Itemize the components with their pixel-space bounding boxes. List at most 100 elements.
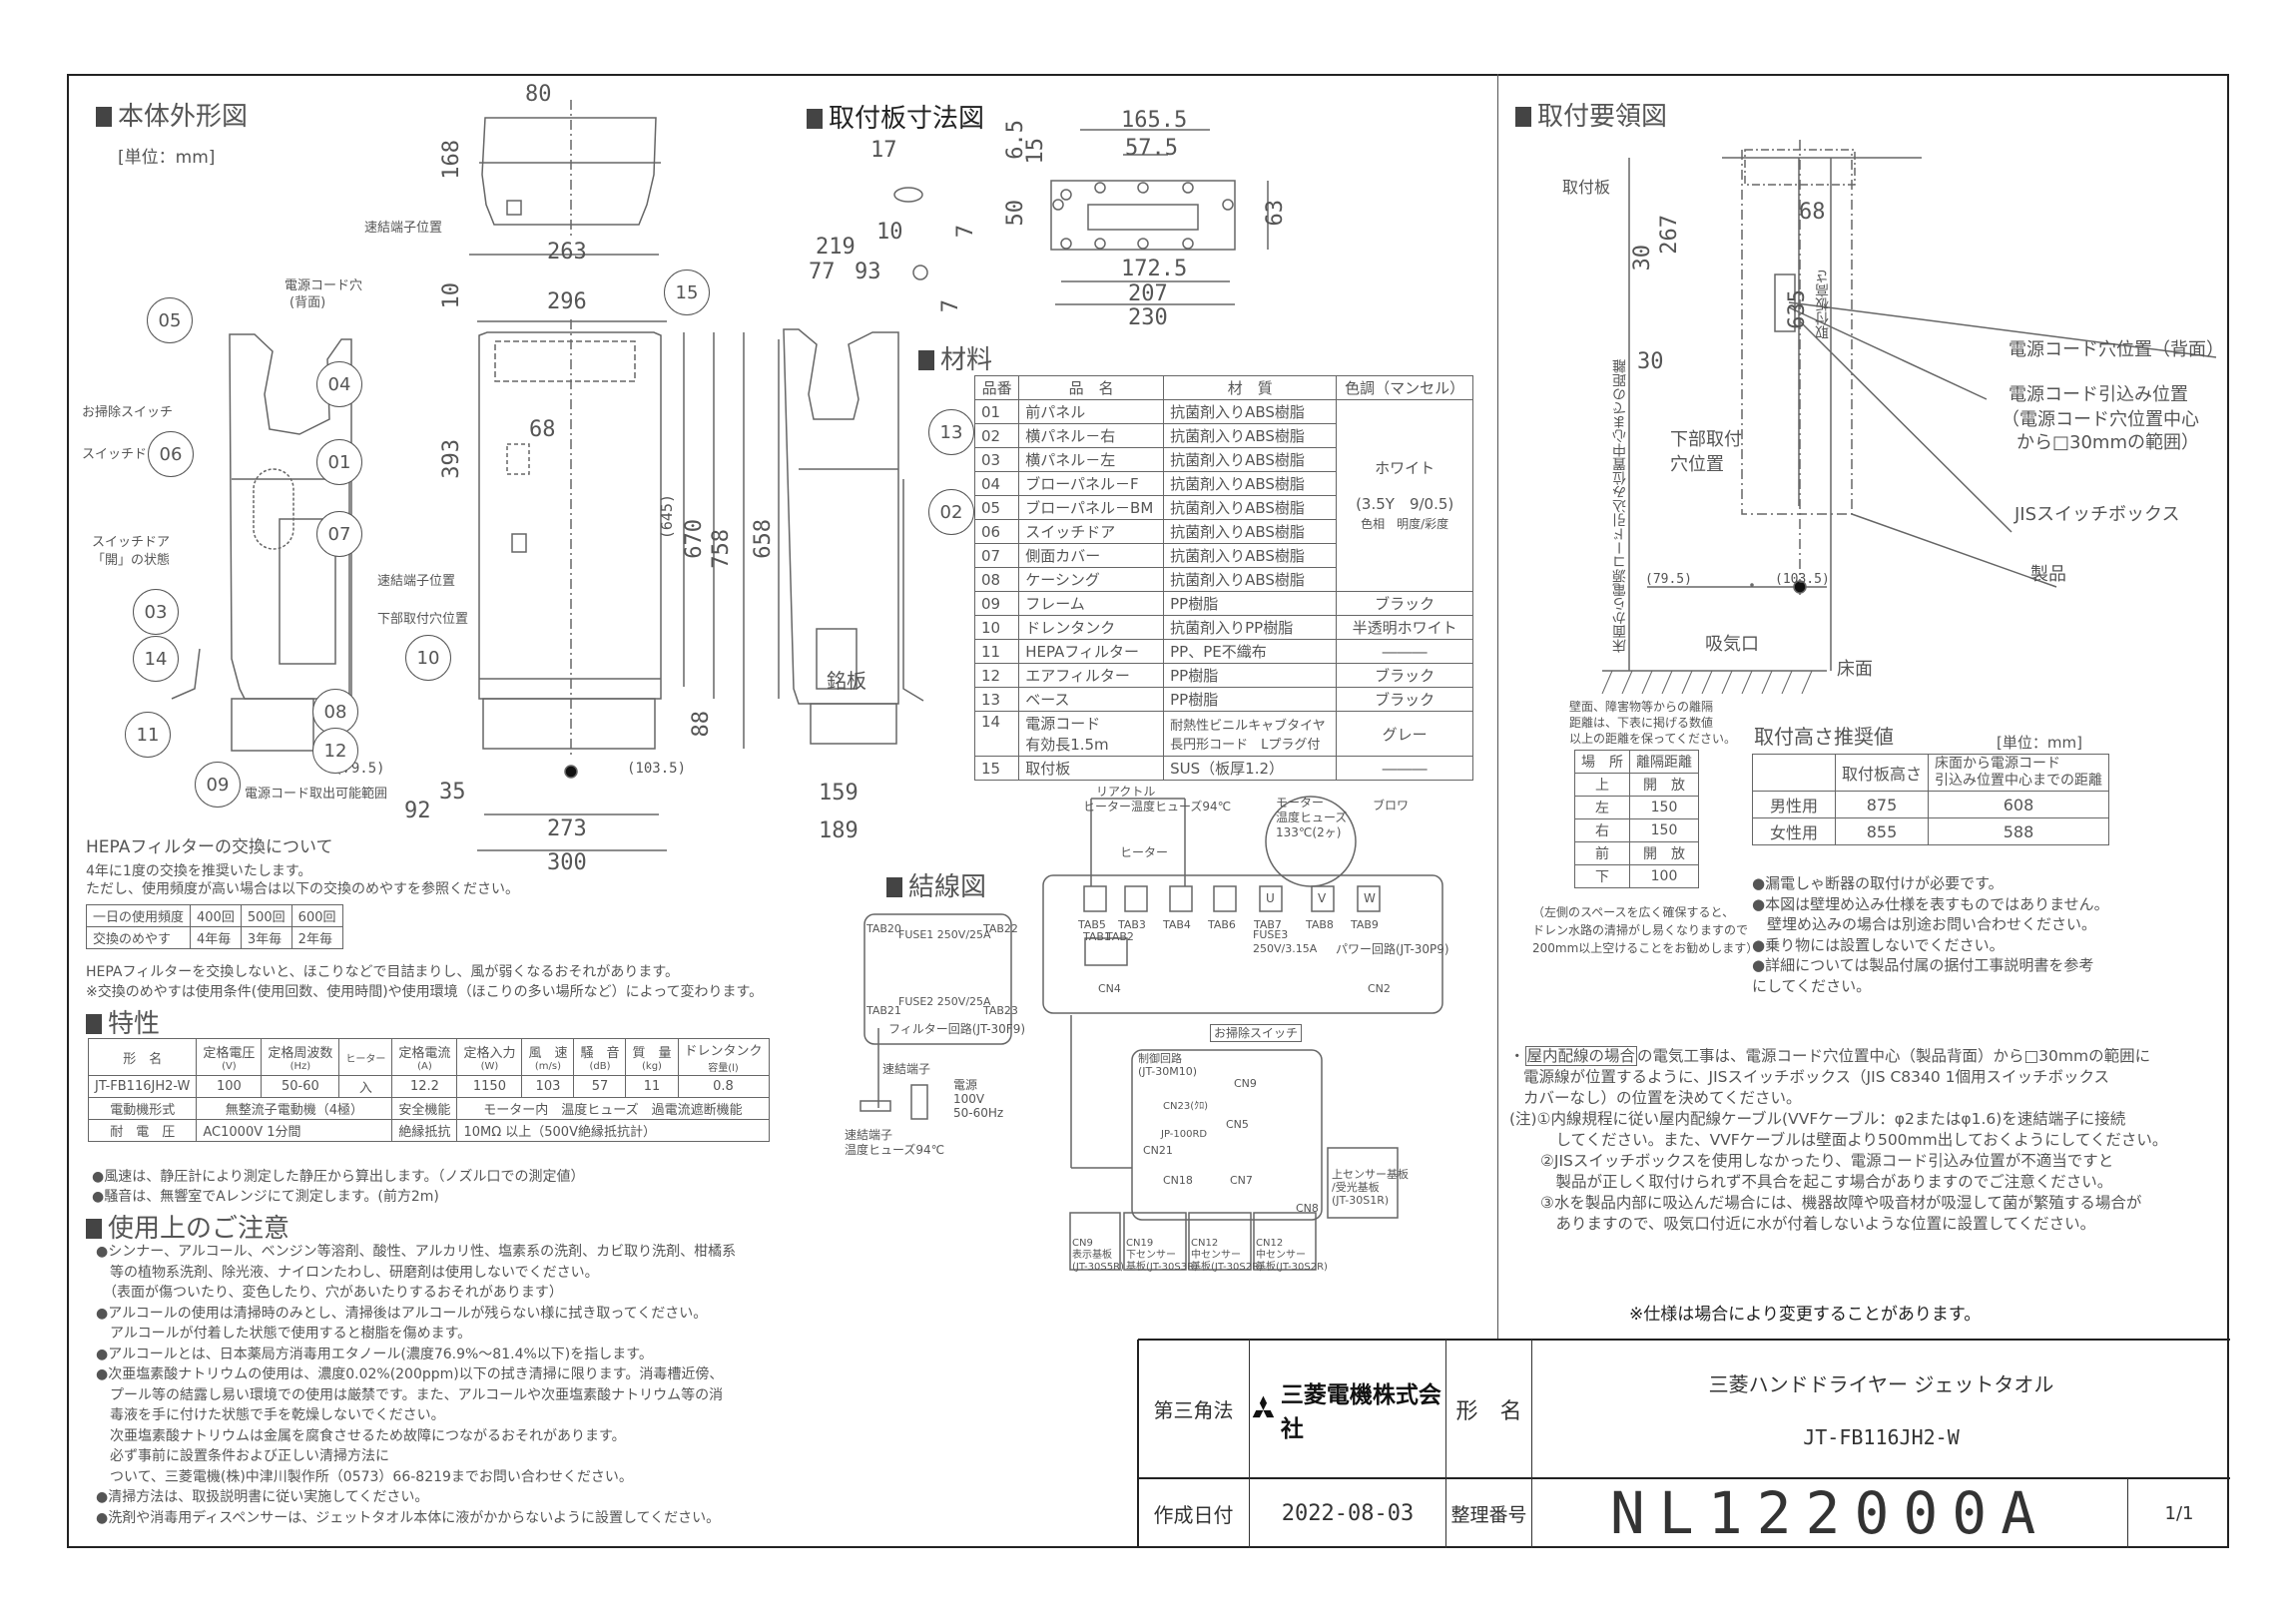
label-floor-to-cord: 床面から電源コード引込み位置中心までの距離 <box>1612 359 1628 653</box>
dim-273: 273 <box>547 816 587 841</box>
cn4: CN4 <box>1098 982 1121 995</box>
hepa-note1: HEPAフィルターを交換しないと、ほこりなどで目詰まりし、風が弱くなるおそれがあ… <box>86 964 679 980</box>
label-cord-range: 電源コード取出可能範囲 <box>245 787 388 802</box>
tab5: TAB5 <box>1078 918 1106 931</box>
dim-219: 219 <box>816 235 856 260</box>
dim-63: 63 <box>1263 200 1288 227</box>
spec-change-note: ※仕様は場合により変更することがあります。 <box>1629 1305 1982 1325</box>
clearance-intro: 壁面、障害物等からの離隔距離は、下表に掲げる数値以上の距離を保ってください。 <box>1569 700 1737 746</box>
dim-172-5: 172.5 <box>1121 257 1188 281</box>
quick-terminal: 速結端子 <box>882 1062 931 1076</box>
specs-table: 形 名 定格電圧(V) 定格周波数(Hz) ヒーター 定格電流(A) 定格入力(… <box>87 1038 770 1142</box>
dim-189: 189 <box>819 818 859 843</box>
wiring-notes: ・屋内配線の場合の電気工事は、電源コード穴位置中心（製品背面）から□30mmの範… <box>1509 1046 2168 1233</box>
dim-68: 68 <box>529 417 556 442</box>
specs-note1: ●風速は、静圧計により測定した静圧から算出します。（ノズル口での測定値） <box>92 1169 585 1185</box>
label-cord-in-sub2: から□30mmの範囲） <box>2016 432 2199 453</box>
dim-296: 296 <box>547 289 587 314</box>
hepa-line2: ただし、使用頻度が高い場合は以下の交換のめやすを参照ください。 <box>86 881 519 897</box>
dim-7a: 7 <box>953 225 978 239</box>
balloon-06: 06 <box>148 431 194 477</box>
filter-circuit: フィルター回路(JT-30F9) <box>888 1022 1026 1036</box>
power-circuit: パワー回路(JT-30P9) <box>1336 942 1449 956</box>
reference-number: NL122000A <box>1532 1478 2128 1548</box>
height-notes: ●漏電しゃ断器の取付けが必要です。●本図は壁埋め込み仕様を表すものではありません… <box>1752 874 2109 995</box>
dim-35: 35 <box>439 780 466 805</box>
dim-393: 393 <box>439 439 464 479</box>
product-block: 三菱ハンドドライヤー ジェットタオル JT-FB116JH2-W <box>1532 1340 2230 1478</box>
dim-80: 80 <box>525 82 552 107</box>
company-logo: 三菱電機株式会社 <box>1250 1340 1446 1478</box>
model-label: 形 名 <box>1446 1340 1532 1478</box>
label-intake: 吸気口 <box>1705 634 1759 655</box>
dim-57-5: 57.5 <box>1125 136 1178 161</box>
table-row: 上開 放 <box>1574 773 1699 797</box>
cautions-list: ●シンナー、アルコール、ベンジン等溶剤、酸性、アルカリ性、塩素系の洗剤、カビ取り… <box>96 1244 737 1526</box>
projection-method: 第三角法 <box>1138 1340 1250 1478</box>
balloon-05: 05 <box>147 297 193 343</box>
label-power-cord-hole: 電源コード穴 <box>285 278 363 293</box>
label-cord-hole: 電源コード穴位置（背面） <box>2009 339 2224 360</box>
wiring-title: 結線図 <box>886 866 986 903</box>
dim-207: 207 <box>1128 281 1168 306</box>
label-nameplate: 銘板 <box>827 669 866 693</box>
dim-88: 88 <box>689 711 714 738</box>
tab20: TAB20 <box>866 922 901 935</box>
cn5: CN5 <box>1226 1118 1249 1131</box>
height-unit: [単位：mm] <box>1997 734 2082 752</box>
dim-165-5: 165.5 <box>1121 108 1188 133</box>
dim-92: 92 <box>404 799 431 823</box>
dim-103-5: (103.5) <box>627 761 687 777</box>
balloon-04: 04 <box>316 361 362 407</box>
balloon-10: 10 <box>405 635 451 681</box>
dim-50: 50 <box>1003 200 1028 227</box>
wiring-reactor: リアクトル <box>1096 785 1156 799</box>
balloon-09: 09 <box>195 762 241 808</box>
label-quick-terminal-front: 速結端子位置 <box>377 574 456 589</box>
col-header: 形 名 <box>87 1038 198 1076</box>
wiring-heater-fuse: ヒーター温度ヒューズ94℃ <box>1083 800 1232 813</box>
quick-terminal-fuse: 速結端子温度ヒューズ94℃ <box>845 1128 945 1157</box>
fuse2: FUSE2 250V/25A <box>898 995 991 1008</box>
label-plate-height: 取付板高さ <box>1815 270 1831 339</box>
cn21: CN21 <box>1143 1144 1173 1157</box>
balloon-07: 07 <box>316 511 362 557</box>
balloon-15: 15 <box>664 270 710 315</box>
col-header: 色調（マンセル） <box>1336 375 1473 400</box>
tab21: TAB21 <box>866 1004 901 1017</box>
hepa-line1: 4年に1度の交換を推奨いたします。 <box>86 863 312 879</box>
cautions-title: 使用上のご注意 <box>86 1208 289 1245</box>
label-cord-in: 電源コード引込み位置 <box>2009 384 2188 405</box>
dim-77: 77 <box>809 260 836 284</box>
dim-7b: 7 <box>938 299 963 313</box>
mount-plate-title: 取付板寸法図 <box>807 98 984 135</box>
dim-10b: 10 <box>876 220 903 245</box>
tab7: TAB7 <box>1254 918 1282 931</box>
tab4: TAB4 <box>1163 918 1191 931</box>
cn9: CN9 <box>1234 1077 1257 1090</box>
table-row: 電動機形式無整流子電動機（4極）安全機能モーター内 温度ヒューズ 過電流遮断機能 <box>87 1097 770 1120</box>
dim-68b: 68 <box>1799 200 1826 225</box>
sheet-number: 1/1 <box>2164 1502 2194 1524</box>
cn23: CN23(ｸﾛ) <box>1163 1101 1208 1112</box>
upper-sensor-board: 上センサー基板/受光基板(JT-30S1R) <box>1332 1168 1409 1207</box>
label-cleaning-switch: お掃除スイッチ <box>82 405 174 420</box>
wiring-blower: ブロワ <box>1373 799 1410 812</box>
dim-30b: 30 <box>1637 349 1664 374</box>
balloon-03: 03 <box>133 589 179 635</box>
dim-230: 230 <box>1128 305 1168 330</box>
